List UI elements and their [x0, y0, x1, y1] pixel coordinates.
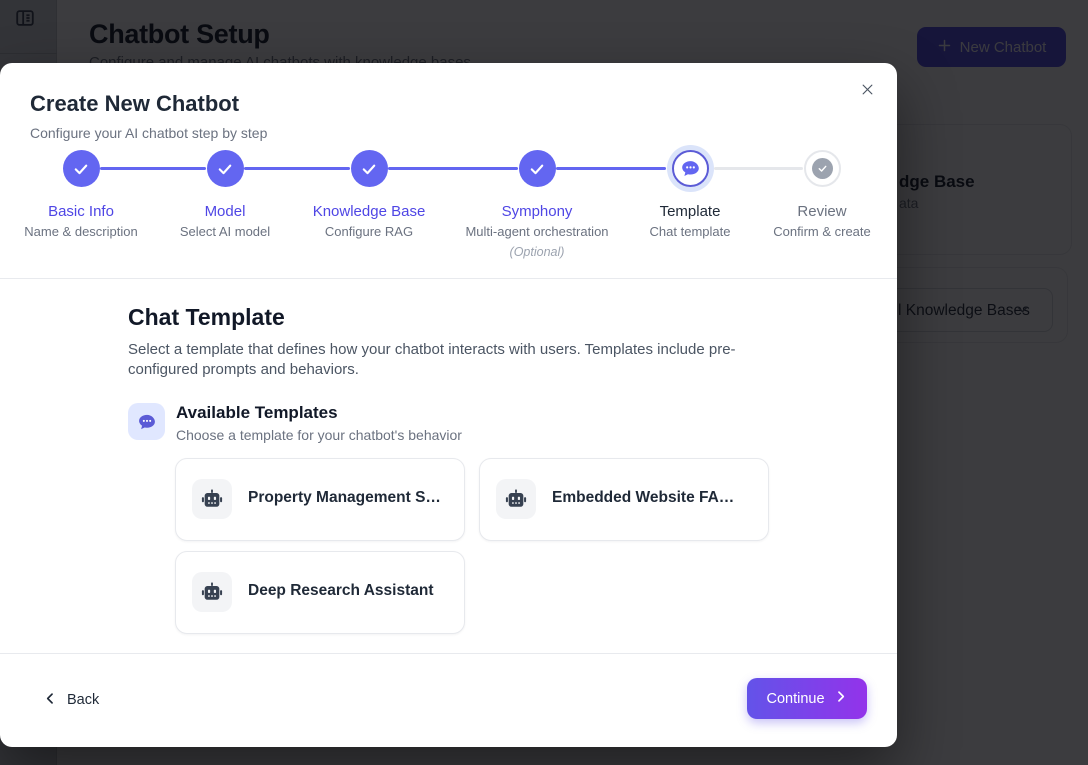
- robot-icon: [192, 479, 232, 519]
- stepper-connector: [100, 167, 206, 170]
- template-name: Deep Research Assistant: [248, 582, 434, 599]
- stepper-step-model[interactable]: Model Select AI model: [165, 150, 285, 239]
- stepper-step-template[interactable]: Template Chat template: [625, 150, 755, 239]
- check-icon: [206, 150, 244, 187]
- stepper-step-symphony[interactable]: Symphony Multi-agent orchestration (Opti…: [447, 150, 627, 259]
- chat-bubble-icon: [128, 403, 165, 440]
- step-label: Template: [659, 203, 721, 220]
- stepper-connector: [388, 167, 518, 170]
- template-name: Property Management S…: [248, 489, 441, 506]
- template-card-property-management[interactable]: Property Management S…: [175, 458, 465, 541]
- stepper-step-knowledge-base[interactable]: Knowledge Base Configure RAG: [294, 150, 444, 239]
- chevron-right-icon: [833, 689, 848, 708]
- step-optional-note: (Optional): [509, 245, 565, 259]
- close-icon: [860, 82, 875, 100]
- section-subtitle: Choose a template for your chatbot's beh…: [176, 427, 462, 443]
- step-sublabel: Name & description: [24, 224, 138, 239]
- step-label: Symphony: [501, 203, 573, 220]
- chevron-left-icon: [43, 691, 58, 710]
- stepper-step-basic-info[interactable]: Basic Info Name & description: [21, 150, 141, 239]
- robot-icon: [192, 572, 232, 612]
- modal-subtitle: Configure your AI chatbot step by step: [30, 125, 268, 141]
- check-icon: [518, 150, 556, 187]
- step-label: Knowledge Base: [312, 203, 426, 220]
- check-icon: [803, 150, 841, 187]
- stepper-connector: [714, 167, 803, 170]
- content-description: Select a template that defines how your …: [128, 341, 736, 378]
- step-sublabel: Configure RAG: [324, 224, 414, 239]
- check-icon: [62, 150, 100, 187]
- content-heading: Chat Template: [128, 304, 285, 330]
- step-sublabel: Multi-agent orchestration: [465, 224, 609, 239]
- template-card-embedded-website-faq[interactable]: Embedded Website FA…: [479, 458, 769, 541]
- footer-divider: [0, 653, 897, 654]
- template-name: Embedded Website FA…: [552, 489, 735, 506]
- robot-icon: [496, 479, 536, 519]
- continue-button[interactable]: Continue: [747, 678, 867, 719]
- modal-title: Create New Chatbot: [30, 91, 240, 116]
- close-button[interactable]: [853, 77, 881, 105]
- step-sublabel: Chat template: [649, 224, 731, 239]
- step-label: Basic Info: [48, 203, 114, 220]
- stepper-step-review[interactable]: Review Confirm & create: [752, 150, 892, 239]
- step-sublabel: Select AI model: [179, 224, 271, 239]
- step-label: Model: [204, 203, 246, 220]
- header-divider: [0, 278, 897, 279]
- create-chatbot-modal: Create New Chatbot Configure your AI cha…: [0, 63, 897, 747]
- back-button[interactable]: Back: [43, 685, 99, 715]
- stepper-connector: [556, 167, 666, 170]
- back-label: Back: [67, 692, 100, 708]
- template-card-deep-research-assistant[interactable]: Deep Research Assistant: [175, 551, 465, 634]
- stepper-connector: [244, 167, 350, 170]
- check-icon: [350, 150, 388, 187]
- continue-label: Continue: [766, 690, 825, 707]
- chat-bubble-icon: [671, 150, 709, 187]
- step-sublabel: Confirm & create: [773, 224, 871, 239]
- step-label: Review: [797, 203, 847, 220]
- section-title: Available Templates: [176, 403, 338, 422]
